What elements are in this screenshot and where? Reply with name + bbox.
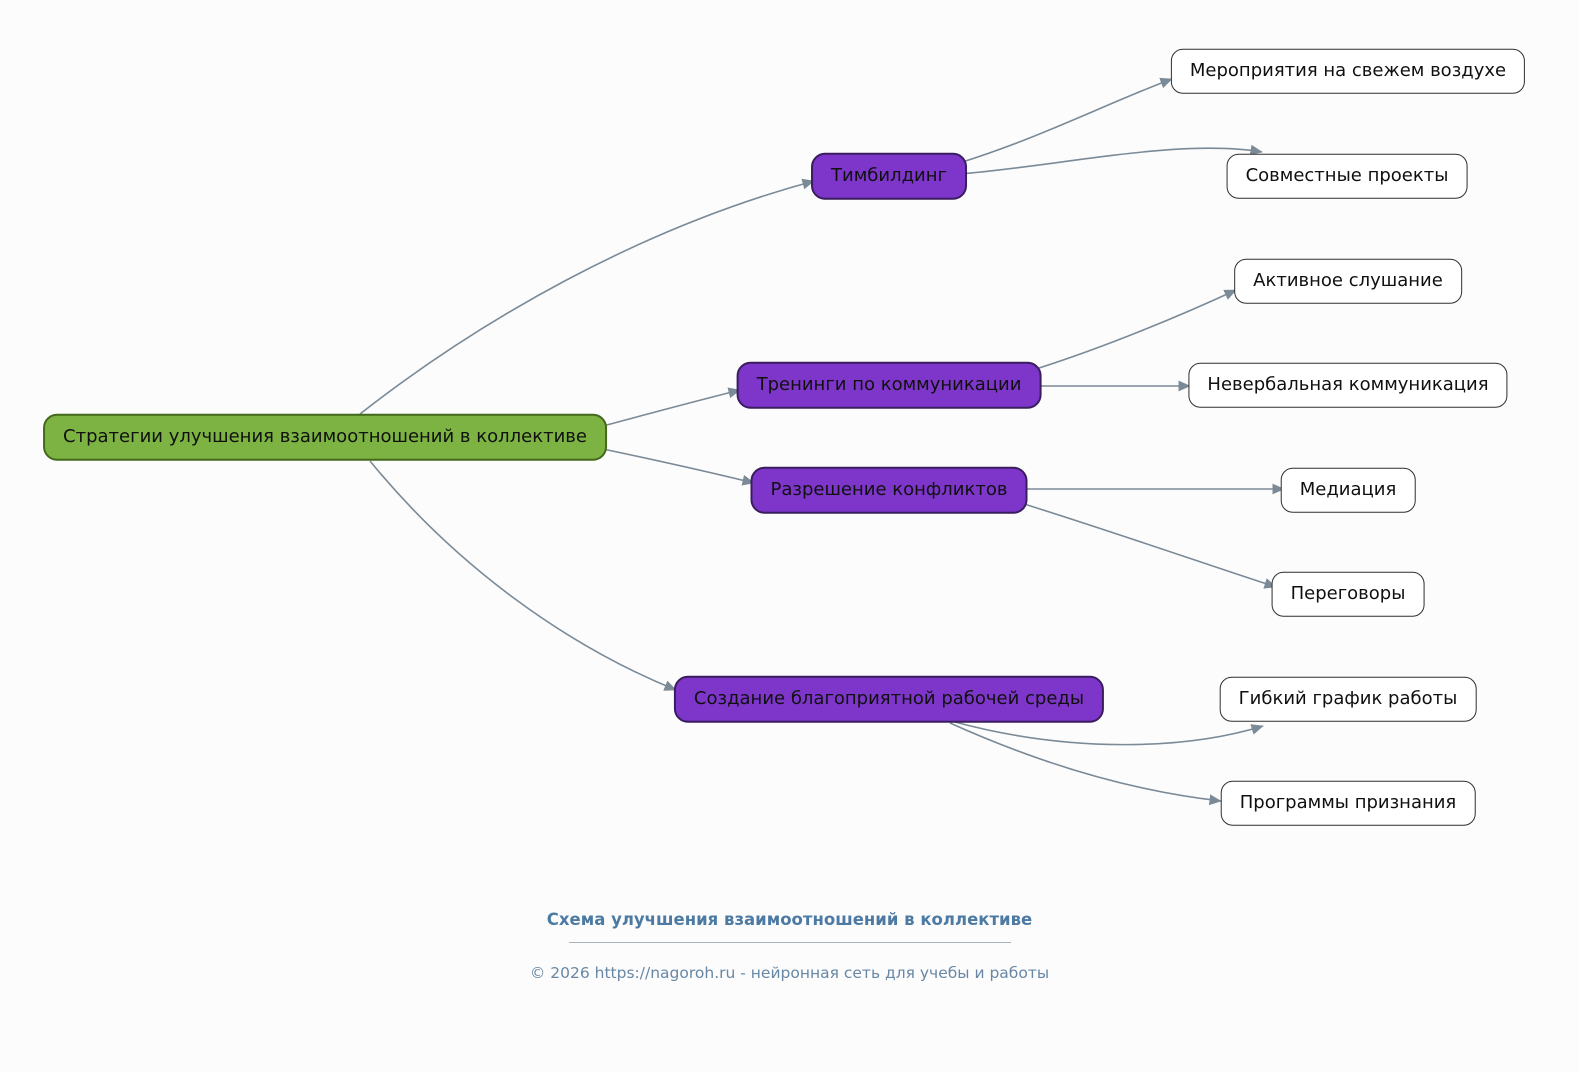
branch-node-work-environment: Создание благоприятной рабочей среды	[673, 675, 1105, 723]
leaf-node-recognition-programs: Программы признания	[1220, 780, 1476, 826]
leaf-node-flexible-schedule: Гибкий график работы	[1219, 676, 1477, 722]
leaf-node-mediation: Медиация	[1280, 467, 1416, 513]
edge-root-to-communication-training	[602, 387, 741, 427]
root-node: Стратегии улучшения взаимоотношений в ко…	[43, 413, 607, 461]
edge-root-to-work-environment	[369, 460, 677, 691]
footer-title: Схема улучшения взаимоотношений в коллек…	[546, 910, 1033, 929]
edge-environment-to-flexible-schedule	[954, 721, 1264, 746]
edge-teambuilding-to-joint-projects	[958, 144, 1263, 175]
edge-root-to-conflict-resolution	[602, 448, 755, 486]
branch-node-conflict-resolution: Разрешение конфликтов	[750, 466, 1028, 514]
footer: Схема улучшения взаимоотношений в коллек…	[0, 910, 1579, 982]
leaf-node-active-listening: Активное слушание	[1234, 258, 1462, 304]
leaf-node-outdoor-events: Мероприятия на свежем воздухе	[1170, 48, 1526, 94]
edge-conflict-to-negotiations	[1020, 502, 1277, 589]
edge-environment-to-recognition-programs	[949, 722, 1222, 806]
leaf-node-joint-projects: Совместные проекты	[1226, 153, 1468, 199]
edge-root-to-teambuilding	[359, 178, 815, 415]
footer-divider	[568, 942, 1011, 943]
edge-communication-to-active-listening	[1035, 289, 1237, 370]
branch-node-teambuilding: Тимбилдинг	[811, 152, 967, 200]
footer-copyright: © 2026 https://nagoroh.ru - нейронная се…	[529, 964, 1050, 982]
leaf-node-nonverbal-communication: Невербальная коммуникация	[1188, 362, 1508, 408]
leaf-node-negotiations: Переговоры	[1271, 571, 1425, 617]
edge-teambuilding-to-outdoor-events	[958, 77, 1173, 164]
branch-node-communication-training: Тренинги по коммуникации	[736, 361, 1042, 409]
